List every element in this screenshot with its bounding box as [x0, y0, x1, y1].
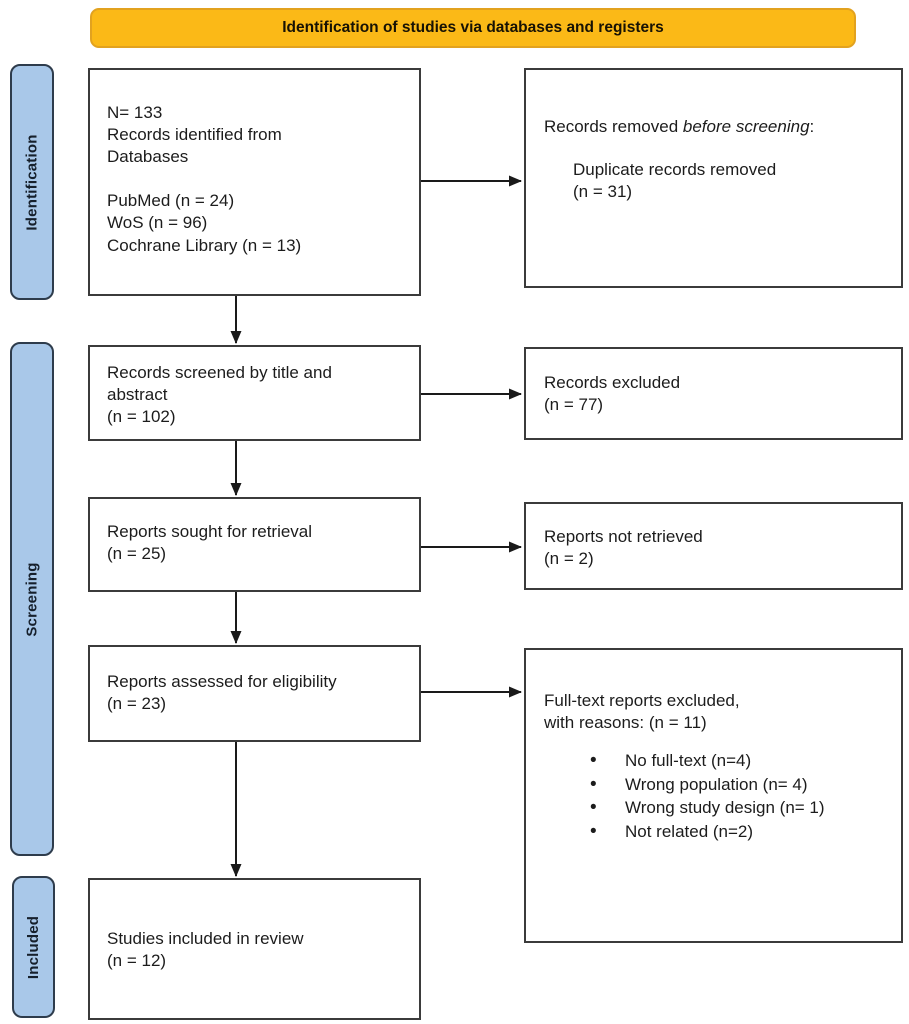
stage-label-included: Included — [12, 876, 55, 1018]
exclusion-reason-item: Wrong population (n= 4) — [590, 772, 887, 799]
box-fulltext-excluded: Full-text reports excluded, with reasons… — [524, 648, 903, 943]
box-records-identified-text: N= 133 Records identified from Databases… — [107, 103, 302, 255]
removed-prefix: Records removed — [544, 117, 683, 136]
box-reports-not-retrieved: Reports not retrieved (n = 2) — [524, 502, 903, 590]
box-records-removed-heading: Records removed before screening: — [544, 116, 887, 138]
exclusion-reason-item: Not related (n=2) — [590, 819, 887, 846]
removed-suffix: : — [809, 117, 815, 136]
stage-label-text: Identification — [23, 133, 41, 231]
stage-label-text: Included — [25, 915, 42, 979]
removed-italic: before screening — [682, 117, 810, 136]
box-reports-not-retrieved-text: Reports not retrieved (n = 2) — [544, 527, 703, 569]
stage-label-screening: Screening — [10, 342, 54, 856]
box-records-excluded: Records excluded (n = 77) — [524, 347, 903, 440]
diagram-title-banner: Identification of studies via databases … — [90, 8, 856, 48]
box-reports-sought-text: Reports sought for retrieval (n = 25) — [107, 522, 313, 564]
exclusion-reason-item: No full-text (n=4) — [590, 748, 887, 775]
box-records-excluded-text: Records excluded (n = 77) — [544, 373, 681, 415]
box-records-screened: Records screened by title and abstract (… — [88, 345, 421, 441]
box-studies-included-text: Studies included in review (n = 12) — [107, 929, 304, 971]
box-fulltext-excluded-heading: Full-text reports excluded, with reasons… — [544, 691, 740, 733]
exclusion-reason-item: Wrong study design (n= 1) — [590, 795, 887, 822]
box-reports-assessed: Reports assessed for eligibility (n = 23… — [88, 645, 421, 742]
diagram-title: Identification of studies via databases … — [282, 19, 664, 36]
box-records-removed-detail: Duplicate records removed (n = 31) — [573, 160, 777, 202]
stage-label-text: Screening — [23, 561, 41, 637]
box-records-identified: N= 133 Records identified from Databases… — [88, 68, 421, 296]
exclusion-reasons-list: No full-text (n=4) Wrong population (n= … — [590, 748, 887, 846]
box-reports-sought: Reports sought for retrieval (n = 25) — [88, 497, 421, 592]
box-records-removed: Records removed before screening: Duplic… — [524, 68, 903, 288]
box-reports-assessed-text: Reports assessed for eligibility (n = 23… — [107, 672, 337, 714]
box-records-screened-text: Records screened by title and abstract (… — [107, 363, 332, 427]
stage-label-identification: Identification — [10, 64, 54, 300]
box-studies-included: Studies included in review (n = 12) — [88, 878, 421, 1020]
